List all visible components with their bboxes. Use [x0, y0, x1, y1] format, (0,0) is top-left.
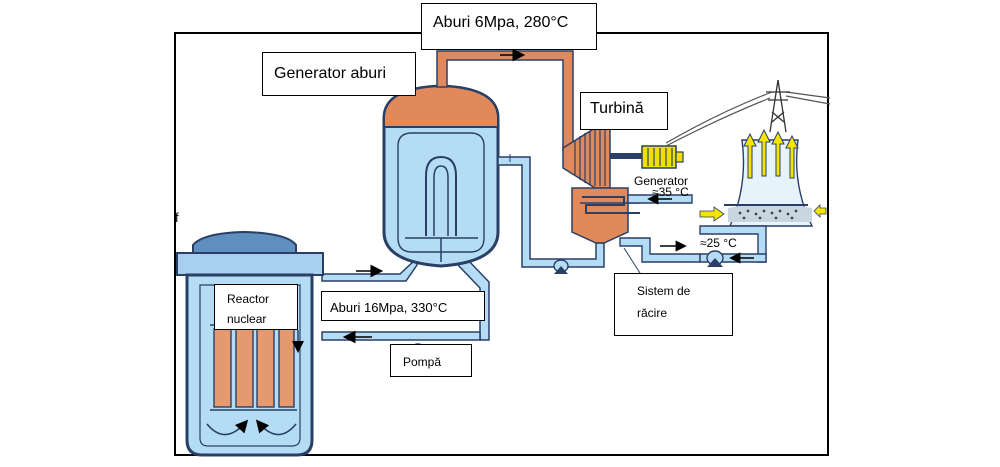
label-reactor-line1: Reactor [227, 292, 270, 306]
fuel-rod [235, 328, 254, 408]
label-turbine: Turbină [580, 92, 668, 130]
label-cooling-line2: răcire [637, 306, 668, 320]
fuel-rod [256, 328, 275, 408]
cooling-tower [699, 128, 827, 263]
temp-hot: ≈35 °C [652, 185, 689, 199]
fuel-rod [278, 328, 295, 408]
cooling-leader-line [623, 247, 641, 274]
cooling-pump-icon [706, 250, 724, 267]
label-cooling-line1: Sistem de [637, 284, 691, 298]
label-reactor: Reactor nuclear [214, 284, 298, 330]
generator-caption: Generator [634, 174, 688, 188]
reactor-vessel [176, 230, 324, 457]
pylon-icon [766, 79, 790, 133]
temp-cold: ≈25 °C [700, 236, 737, 250]
label-pump: Pompă [390, 344, 472, 377]
label-steam-generator: Generator aburi [262, 52, 416, 96]
label-secondary-steam: Aburi 6Mpa, 280°C [421, 3, 597, 50]
steam-generator [382, 84, 500, 268]
feedwater-pump-icon [553, 259, 569, 274]
power-lines [665, 91, 831, 147]
fuel-rod [213, 328, 232, 408]
electric-generator-icon [641, 145, 684, 169]
stray-mark: f [175, 210, 179, 225]
turbine [562, 127, 644, 244]
label-cooling-system: Sistem de răcire [614, 273, 733, 336]
label-primary-steam: Aburi 16Mpa, 330°C [321, 291, 485, 321]
label-reactor-line2: nuclear [227, 312, 267, 326]
